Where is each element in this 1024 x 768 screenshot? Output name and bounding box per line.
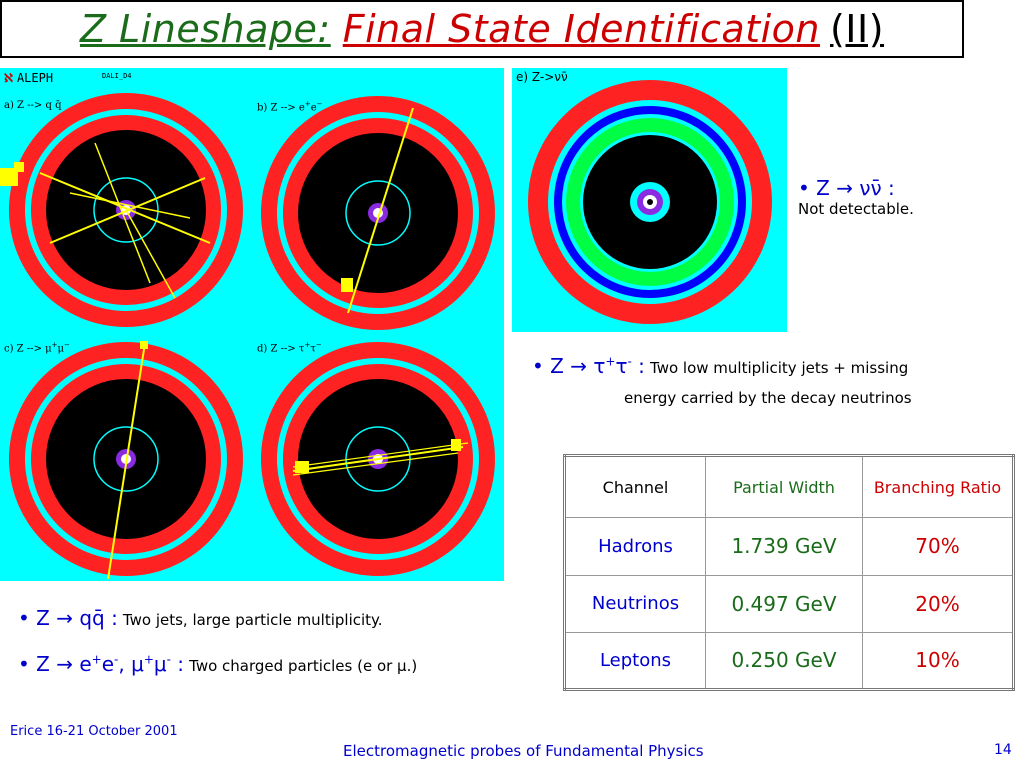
event-display-nunu-image — [528, 80, 772, 324]
event-display-mumu-image — [9, 341, 243, 580]
tautau-description-2-wrap: energy carried by the decay neutrinos — [624, 388, 912, 407]
header-branching-ratio: Branching Ratio — [862, 454, 1014, 519]
nunu-symbol: • Z → νν̄ : — [798, 176, 895, 200]
cell-ratio: 70% — [862, 517, 1014, 576]
qq-bullet: • Z → qq̄ : Two jets, large particle mul… — [18, 606, 383, 630]
nunu-bullet: • Z → νν̄ : Not detectable. — [798, 176, 914, 218]
cell-channel: Leptons — [564, 631, 706, 691]
leptons-bullet: • Z → e+e-, μ+μ- : Two charged particles… — [18, 652, 417, 676]
cell-width: 0.497 GeV — [705, 574, 863, 633]
title-part-lineshape: Z Lineshape: — [79, 7, 331, 51]
table-header-row: Channel Partial Width Branching Ratio — [564, 454, 1014, 519]
partial-width-table: Channel Partial Width Branching Ratio Ha… — [563, 454, 1015, 691]
event-panel-ee: b) Z --> e+e− — [253, 68, 504, 336]
cell-ratio: 10% — [862, 631, 1014, 691]
footer-date: Erice 16-21 October 2001 — [10, 724, 178, 739]
tautau-bullet: • Z → τ+τ- : Two low multiplicity jets +… — [532, 354, 908, 378]
title-part-identification: Final State Identification — [342, 7, 820, 51]
tautau-description-1: Two low multiplicity jets + missing — [650, 359, 909, 377]
qq-description: Two jets, large particle multiplicity. — [122, 611, 383, 629]
event-display-qq-image — [0, 93, 243, 327]
cell-channel: Hadrons — [564, 517, 706, 576]
aleph-logo-icon: ℵ — [4, 71, 13, 85]
cell-ratio: 20% — [862, 574, 1014, 633]
nunu-description: Not detectable. — [798, 200, 914, 218]
leptons-description: Two charged particles (e or μ.) — [189, 657, 418, 675]
footer-title: Electromagnetic probes of Fundamental Ph… — [343, 742, 704, 760]
event-panel-nunu: e) Z->νν̄ — [512, 68, 787, 332]
dali-label: DALI_D4 — [102, 72, 132, 80]
panel-label-tautau: d) Z --> τ+τ− — [257, 341, 322, 355]
event-panel-mumu: c) Z --> μ+μ− — [0, 339, 250, 581]
table-row: Hadrons 1.739 GeV 70% — [564, 517, 1014, 576]
leptons-symbol: • Z → e+e-, μ+μ- : — [18, 652, 185, 676]
panel-label-nunu: e) Z->νν̄ — [516, 70, 568, 84]
header-partial-width: Partial Width — [705, 454, 863, 519]
tautau-symbol: • Z → τ+τ- : — [532, 354, 645, 378]
cell-width: 0.250 GeV — [705, 631, 863, 691]
qq-symbol: • Z → qq̄ : — [18, 606, 118, 630]
cell-channel: Neutrinos — [564, 574, 706, 633]
panel-label-ee: b) Z --> e+e− — [257, 100, 323, 114]
slide-title: Z Lineshape: Final State Identification … — [0, 0, 964, 58]
event-display-ee-image — [261, 96, 495, 330]
panel-label-mumu: c) Z --> μ+μ− — [4, 341, 70, 355]
event-panel-tautau: d) Z --> τ+τ− — [253, 339, 504, 581]
header-channel: Channel — [564, 454, 706, 519]
tautau-description-2: energy carried by the decay neutrinos — [624, 389, 912, 407]
event-display-tautau-image — [261, 342, 495, 576]
page-number: 14 — [994, 742, 1012, 758]
table-row: Leptons 0.250 GeV 10% — [564, 631, 1014, 691]
cell-width: 1.739 GeV — [705, 517, 863, 576]
title-part-number: (II) — [829, 7, 885, 51]
table-row: Neutrinos 0.497 GeV 20% — [564, 574, 1014, 633]
panel-label-qq: a) Z --> q q̄ — [4, 100, 62, 111]
